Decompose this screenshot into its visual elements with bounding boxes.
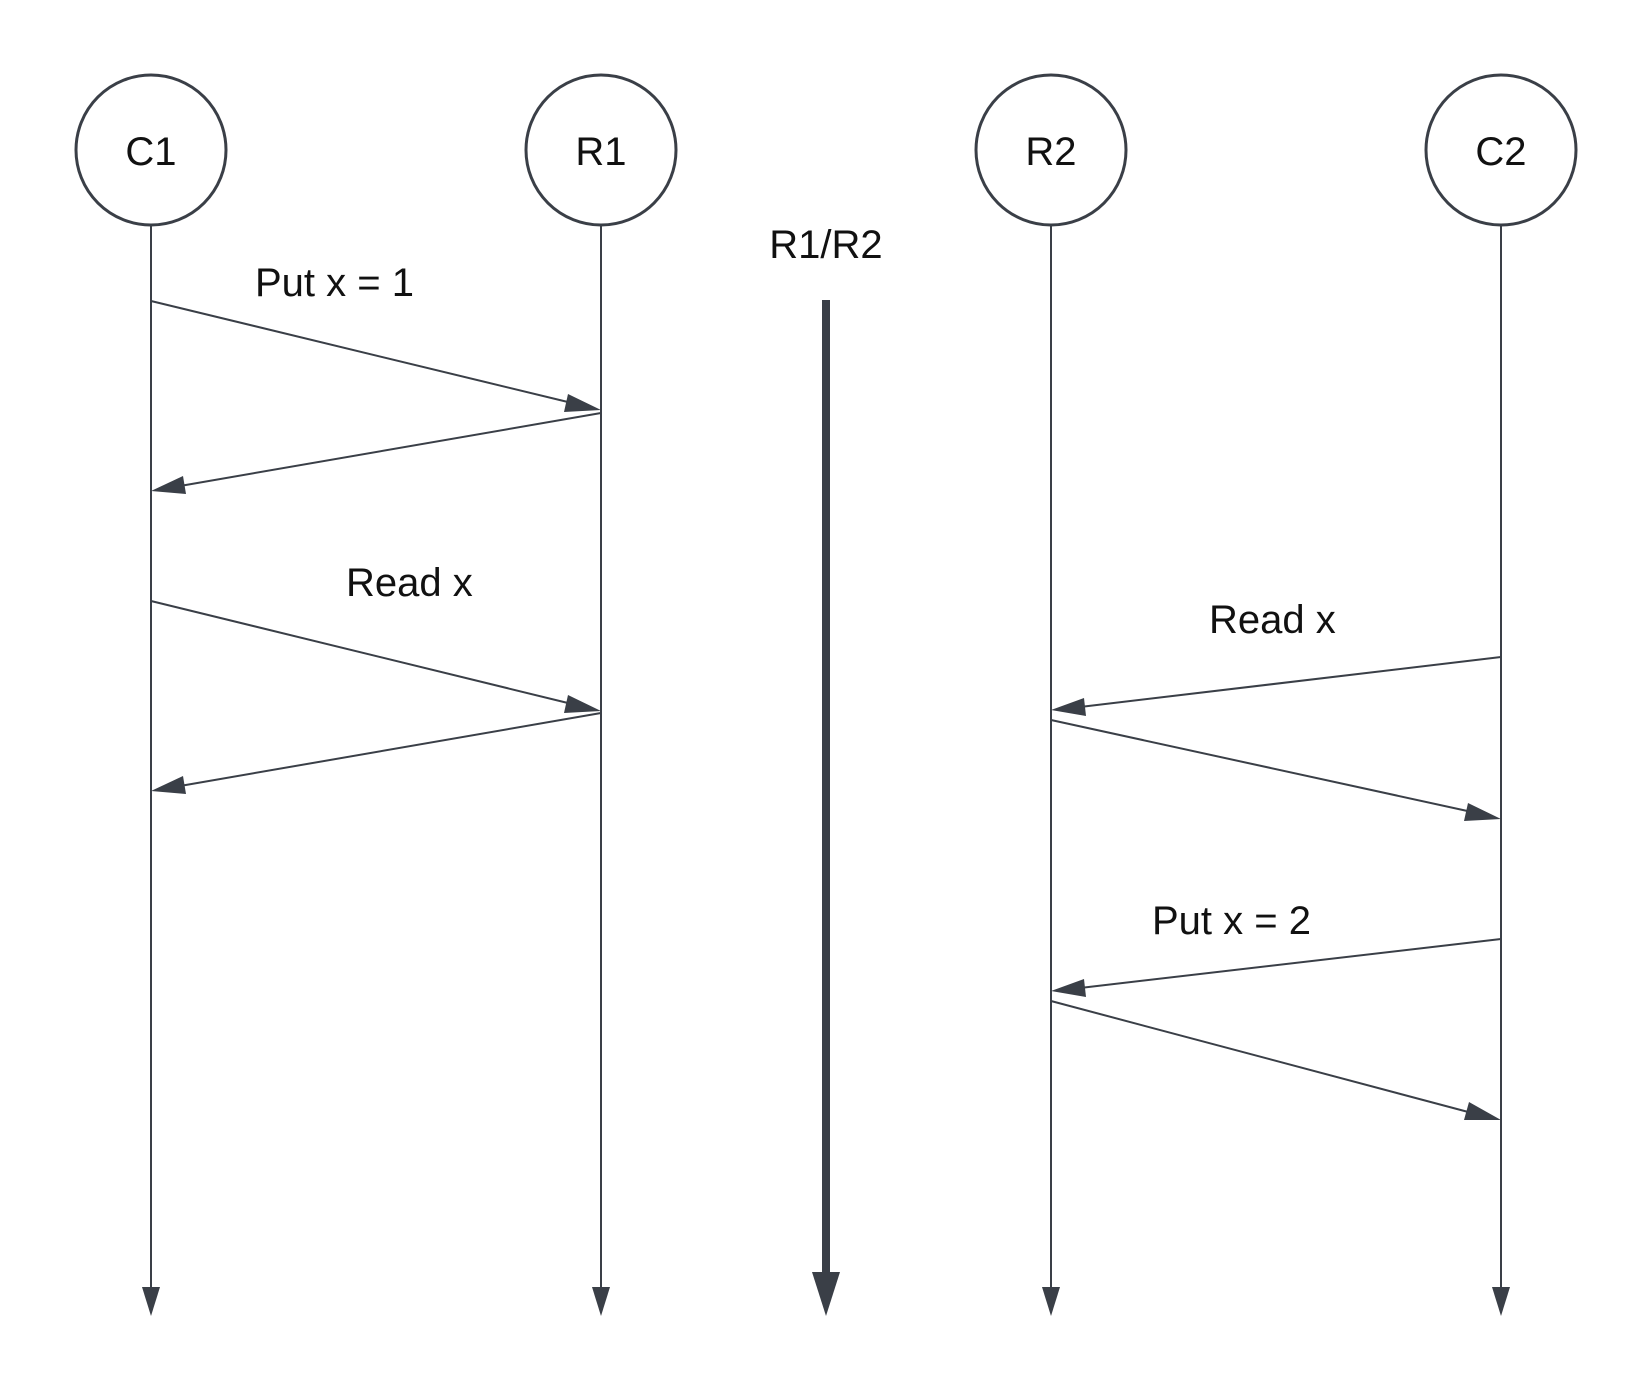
message-4-label: Read x [1209,598,1336,642]
message-0-arrowhead [564,394,601,412]
message-3-arrowhead [151,776,186,794]
message-0-label: Put x = 1 [255,261,414,305]
message-6-arrowhead [1051,979,1086,997]
partition-label: R1/R2 [769,223,882,267]
message-2-label: Read x [346,561,473,605]
message-0-arrow [150,300,573,404]
partition-arrowhead [812,1272,840,1316]
message-1-arrowhead [151,476,186,494]
message-3-arrow [179,712,602,787]
node-r1-circle [524,73,678,227]
node-c1-circle [74,73,228,227]
message-4-arrowhead [1051,698,1086,716]
node-r2-circle [974,73,1128,227]
node-c2-label: C2 [1475,130,1526,174]
lifeline-r2-arrowhead [1042,1287,1060,1316]
message-1-arrow [179,412,602,487]
node-r1-label: R1 [575,130,626,174]
message-5-arrow [1050,719,1473,813]
lifeline-c1-arrowhead [142,1287,160,1316]
node-c1-label: C1 [125,130,176,174]
message-2-arrow [150,600,573,705]
message-7-arrowhead [1464,1102,1501,1120]
message-4-arrow [1079,656,1502,708]
message-7-arrow [1050,1000,1473,1114]
message-6-label: Put x = 2 [1152,899,1311,943]
message-6-arrow [1079,938,1502,989]
message-2-arrowhead [564,695,601,713]
message-5-arrowhead [1464,803,1501,821]
lifeline-r1-arrowhead [592,1287,610,1316]
node-c2-circle [1424,73,1578,227]
node-r2-label: R2 [1025,130,1076,174]
lifeline-c2-arrowhead [1492,1287,1510,1316]
